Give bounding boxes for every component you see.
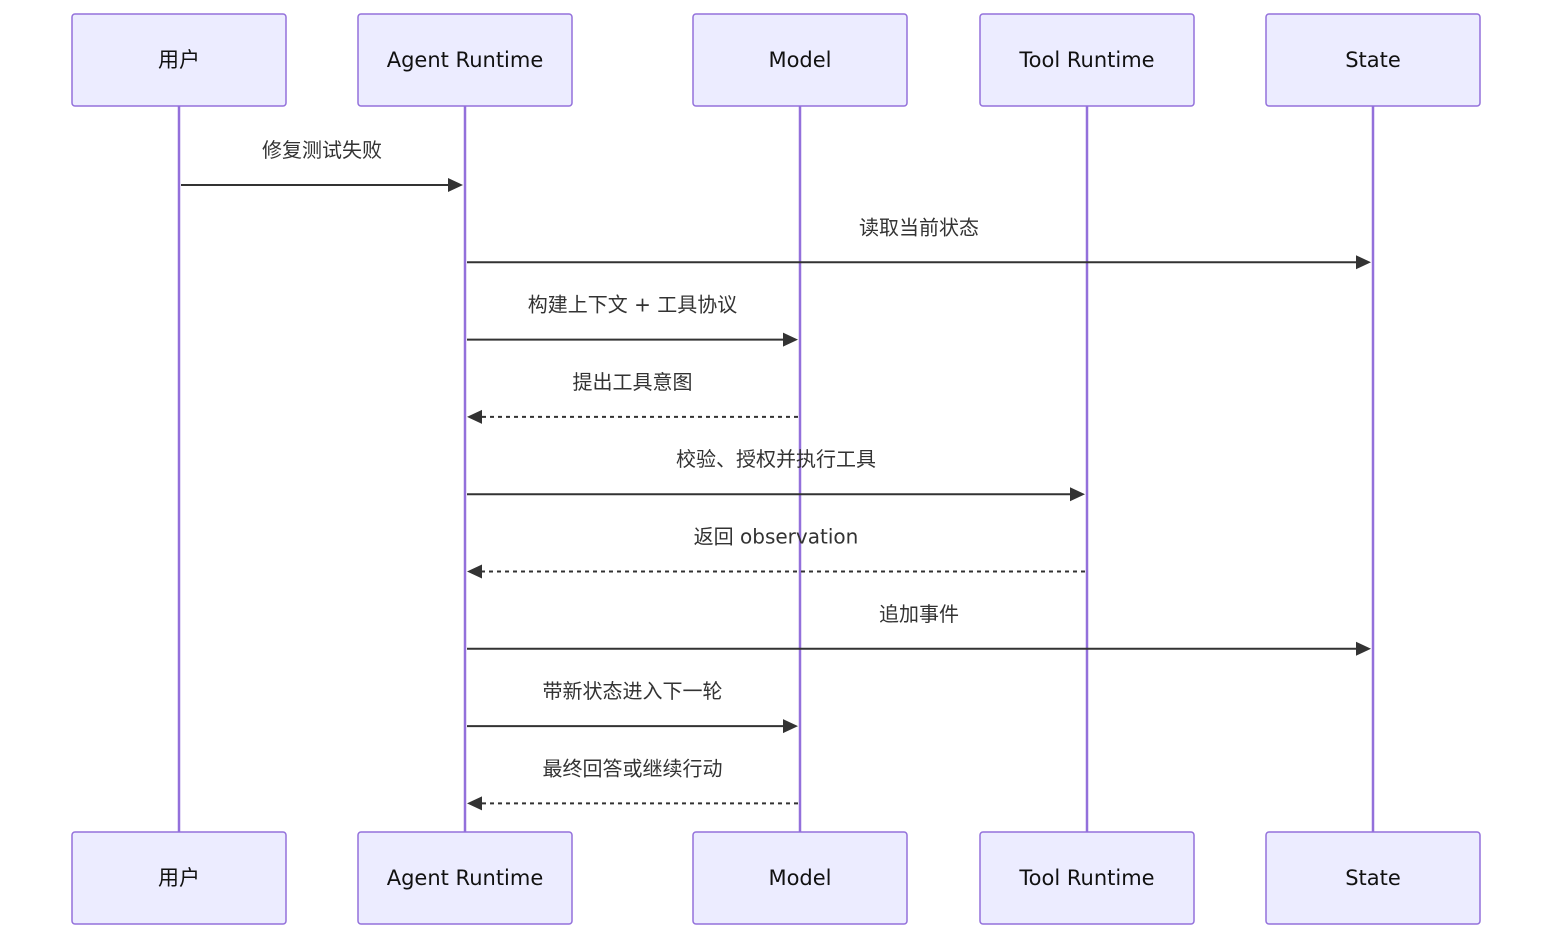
message-label: 返回 observation xyxy=(694,525,859,549)
message-3: 构建上下文 + 工具协议 xyxy=(467,293,798,347)
actor-box xyxy=(979,13,1195,107)
actor-label: State xyxy=(1345,866,1401,890)
message-label: 读取当前状态 xyxy=(859,215,979,239)
arrow-head xyxy=(783,719,798,734)
arrow-head xyxy=(783,332,798,347)
message-label: 带新状态进入下一轮 xyxy=(543,679,723,703)
message-7: 追加事件 xyxy=(467,602,1371,656)
actor-model-top: Model xyxy=(692,13,908,107)
actor-tool-bottom: Tool Runtime xyxy=(979,831,1195,925)
message-5: 校验、授权并执行工具 xyxy=(467,447,1085,502)
actor-box xyxy=(71,831,287,925)
arrow-head xyxy=(467,409,482,424)
actor-box xyxy=(692,13,908,107)
actor-box xyxy=(692,831,908,925)
actor-label: Agent Runtime xyxy=(387,866,544,890)
actor-label: 用户 xyxy=(158,48,200,72)
message-label: 提出工具意图 xyxy=(573,370,693,394)
actor-box xyxy=(357,831,573,925)
actor-box xyxy=(1265,13,1481,107)
actor-box xyxy=(979,831,1195,925)
actor-state-top: State xyxy=(1265,13,1481,107)
message-label: 校验、授权并执行工具 xyxy=(676,447,876,471)
message-2: 读取当前状态 xyxy=(467,215,1371,270)
actor-state-bottom: State xyxy=(1265,831,1481,925)
lifelines xyxy=(177,106,1375,832)
actor-tool-top: Tool Runtime xyxy=(979,13,1195,107)
actor-label: Tool Runtime xyxy=(1018,866,1154,890)
actor-box xyxy=(357,13,573,107)
message-1: 修复测试失败 xyxy=(181,138,463,192)
actor-label: Model xyxy=(768,866,831,890)
arrow-head xyxy=(1356,255,1371,270)
actor-user-top: 用户 xyxy=(71,13,287,107)
arrow-head xyxy=(448,178,463,192)
actor-label: State xyxy=(1345,48,1401,72)
actor-label: Agent Runtime xyxy=(387,48,544,72)
arrow-head xyxy=(1356,641,1371,656)
message-8: 带新状态进入下一轮 xyxy=(467,679,798,734)
message-label: 修复测试失败 xyxy=(262,138,382,162)
message-label: 最终回答或继续行动 xyxy=(543,756,723,780)
actor-model-bottom: Model xyxy=(692,831,908,925)
message-6: 返回 observation xyxy=(467,525,1085,579)
message-9: 最终回答或继续行动 xyxy=(467,756,798,811)
arrow-head xyxy=(467,564,482,579)
arrow-head xyxy=(1070,487,1085,502)
actor-agent-bottom: Agent Runtime xyxy=(357,831,573,925)
actor-label: 用户 xyxy=(158,866,200,890)
actor-box xyxy=(1265,831,1481,925)
arrow-head xyxy=(467,796,482,811)
actor-agent-top: Agent Runtime xyxy=(357,13,573,107)
message-label: 追加事件 xyxy=(879,602,959,626)
actor-label: Model xyxy=(768,48,831,72)
actor-box xyxy=(71,13,287,107)
message-4: 提出工具意图 xyxy=(467,370,798,424)
actor-label: Tool Runtime xyxy=(1018,48,1154,72)
actor-user-bottom: 用户 xyxy=(71,831,287,925)
message-label: 构建上下文 + 工具协议 xyxy=(528,293,737,317)
